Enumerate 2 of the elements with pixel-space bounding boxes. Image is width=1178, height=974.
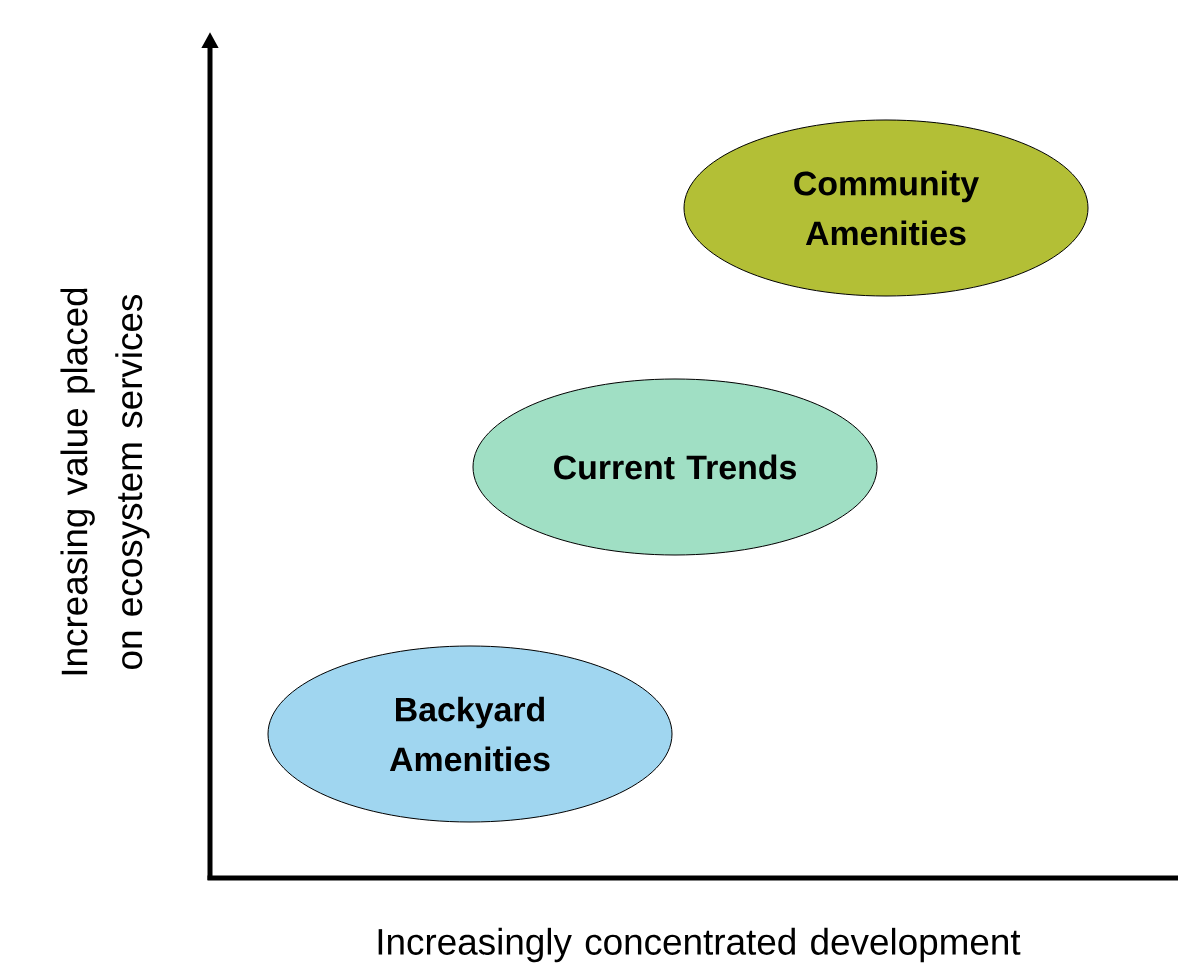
x-axis-label: Increasingly concentrated development (378, 927, 1021, 963)
y-axis-label: Increasing value placed on ecosystem services (60, 288, 150, 675)
